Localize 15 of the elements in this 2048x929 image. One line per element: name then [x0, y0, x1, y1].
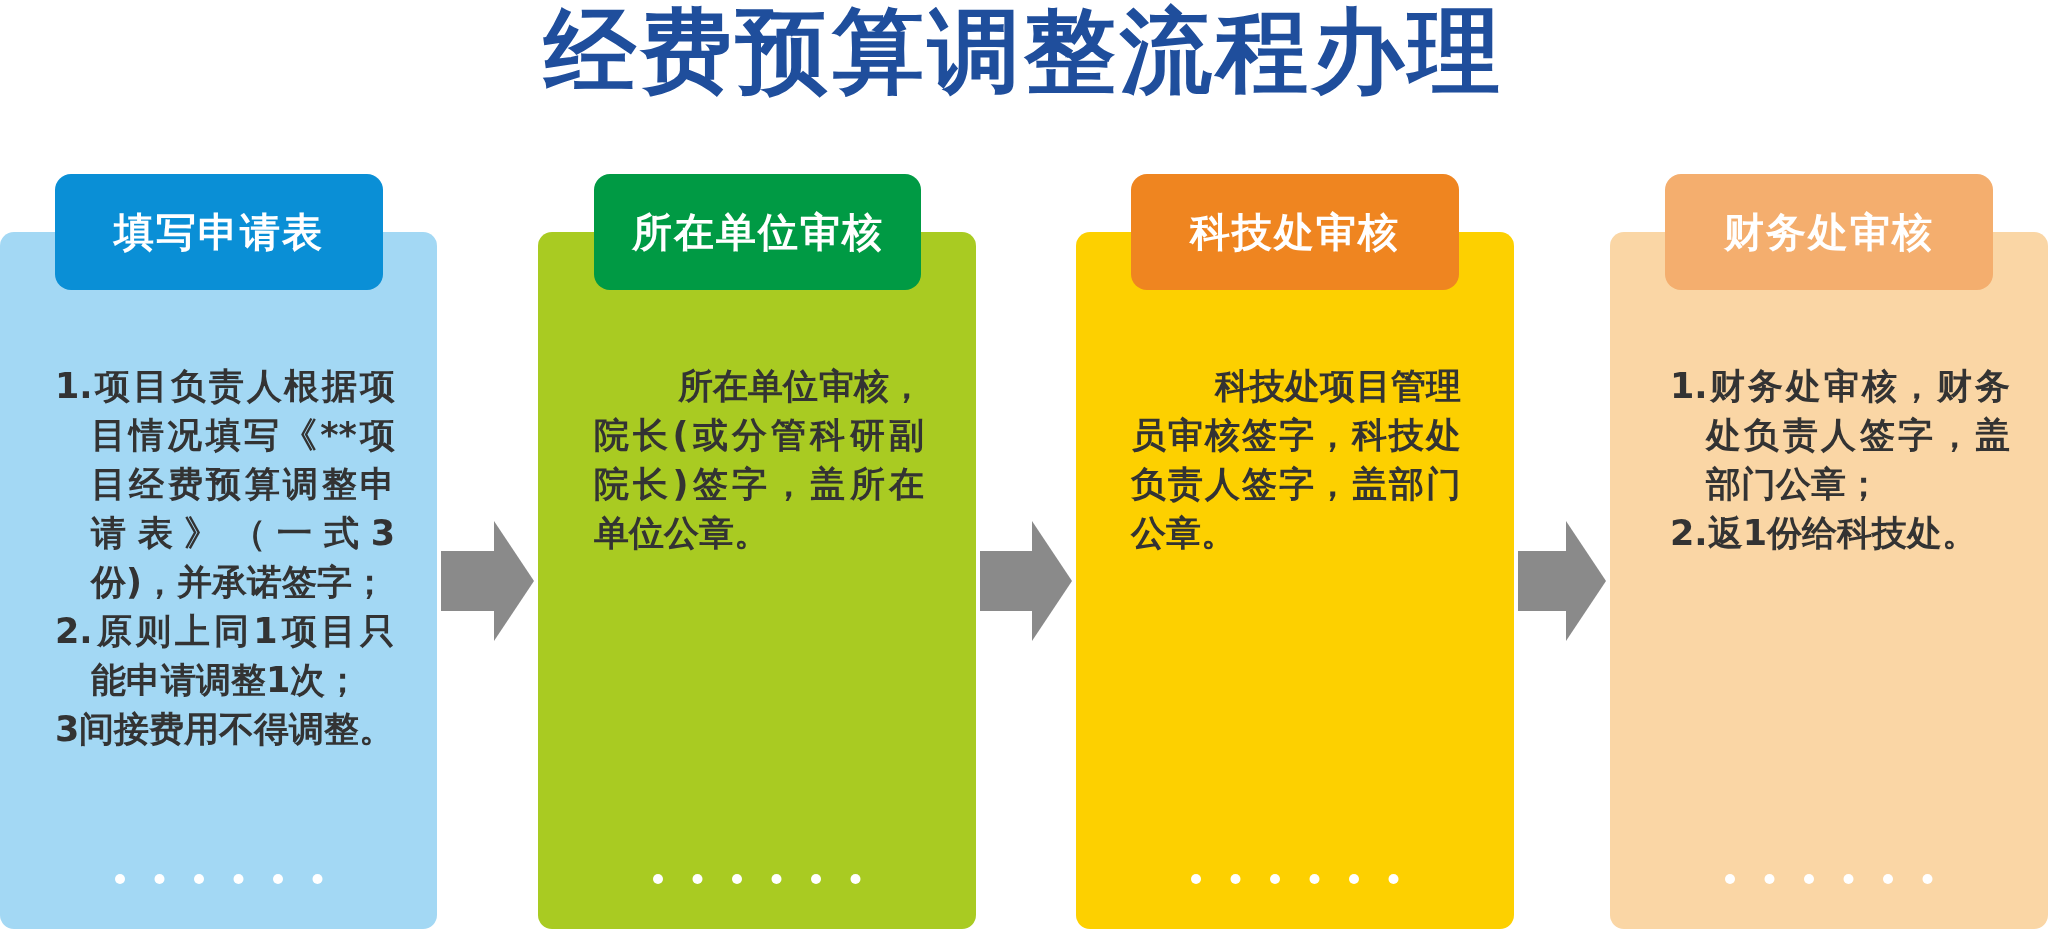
step-heading: 财务处审核	[1665, 174, 1993, 290]
step-text: 所在单位审核，院长(或分管科研副院长)签字，盖所在单位公章。	[594, 365, 924, 555]
arrow	[441, 521, 534, 641]
arrow	[980, 521, 1072, 641]
arrow	[1518, 521, 1606, 641]
step-heading: 科技处审核	[1131, 174, 1459, 290]
step-heading: 所在单位审核	[594, 174, 921, 290]
step-text: 1.财务处审核，财务处负责人签字，盖部门公章；	[1670, 365, 2010, 506]
step-text: 2.原则上同1项目只能申请调整1次；	[55, 610, 395, 702]
step-heading: 填写申请表	[55, 174, 383, 290]
step-text: 1.项目负责人根据项目情况填写《**项目经费预算调整申请表》（一式3份)，并承诺签字；	[55, 365, 395, 604]
title: 经费预算调整流程办理	[542, 0, 1505, 106]
step-text: 科技处项目管理员审核签字，科技处负责人签字，盖部门公章。	[1131, 365, 1461, 555]
step-text: 2.返1份给科技处。	[1670, 512, 1978, 555]
step-text: 3间接费用不得调整。	[55, 708, 395, 751]
